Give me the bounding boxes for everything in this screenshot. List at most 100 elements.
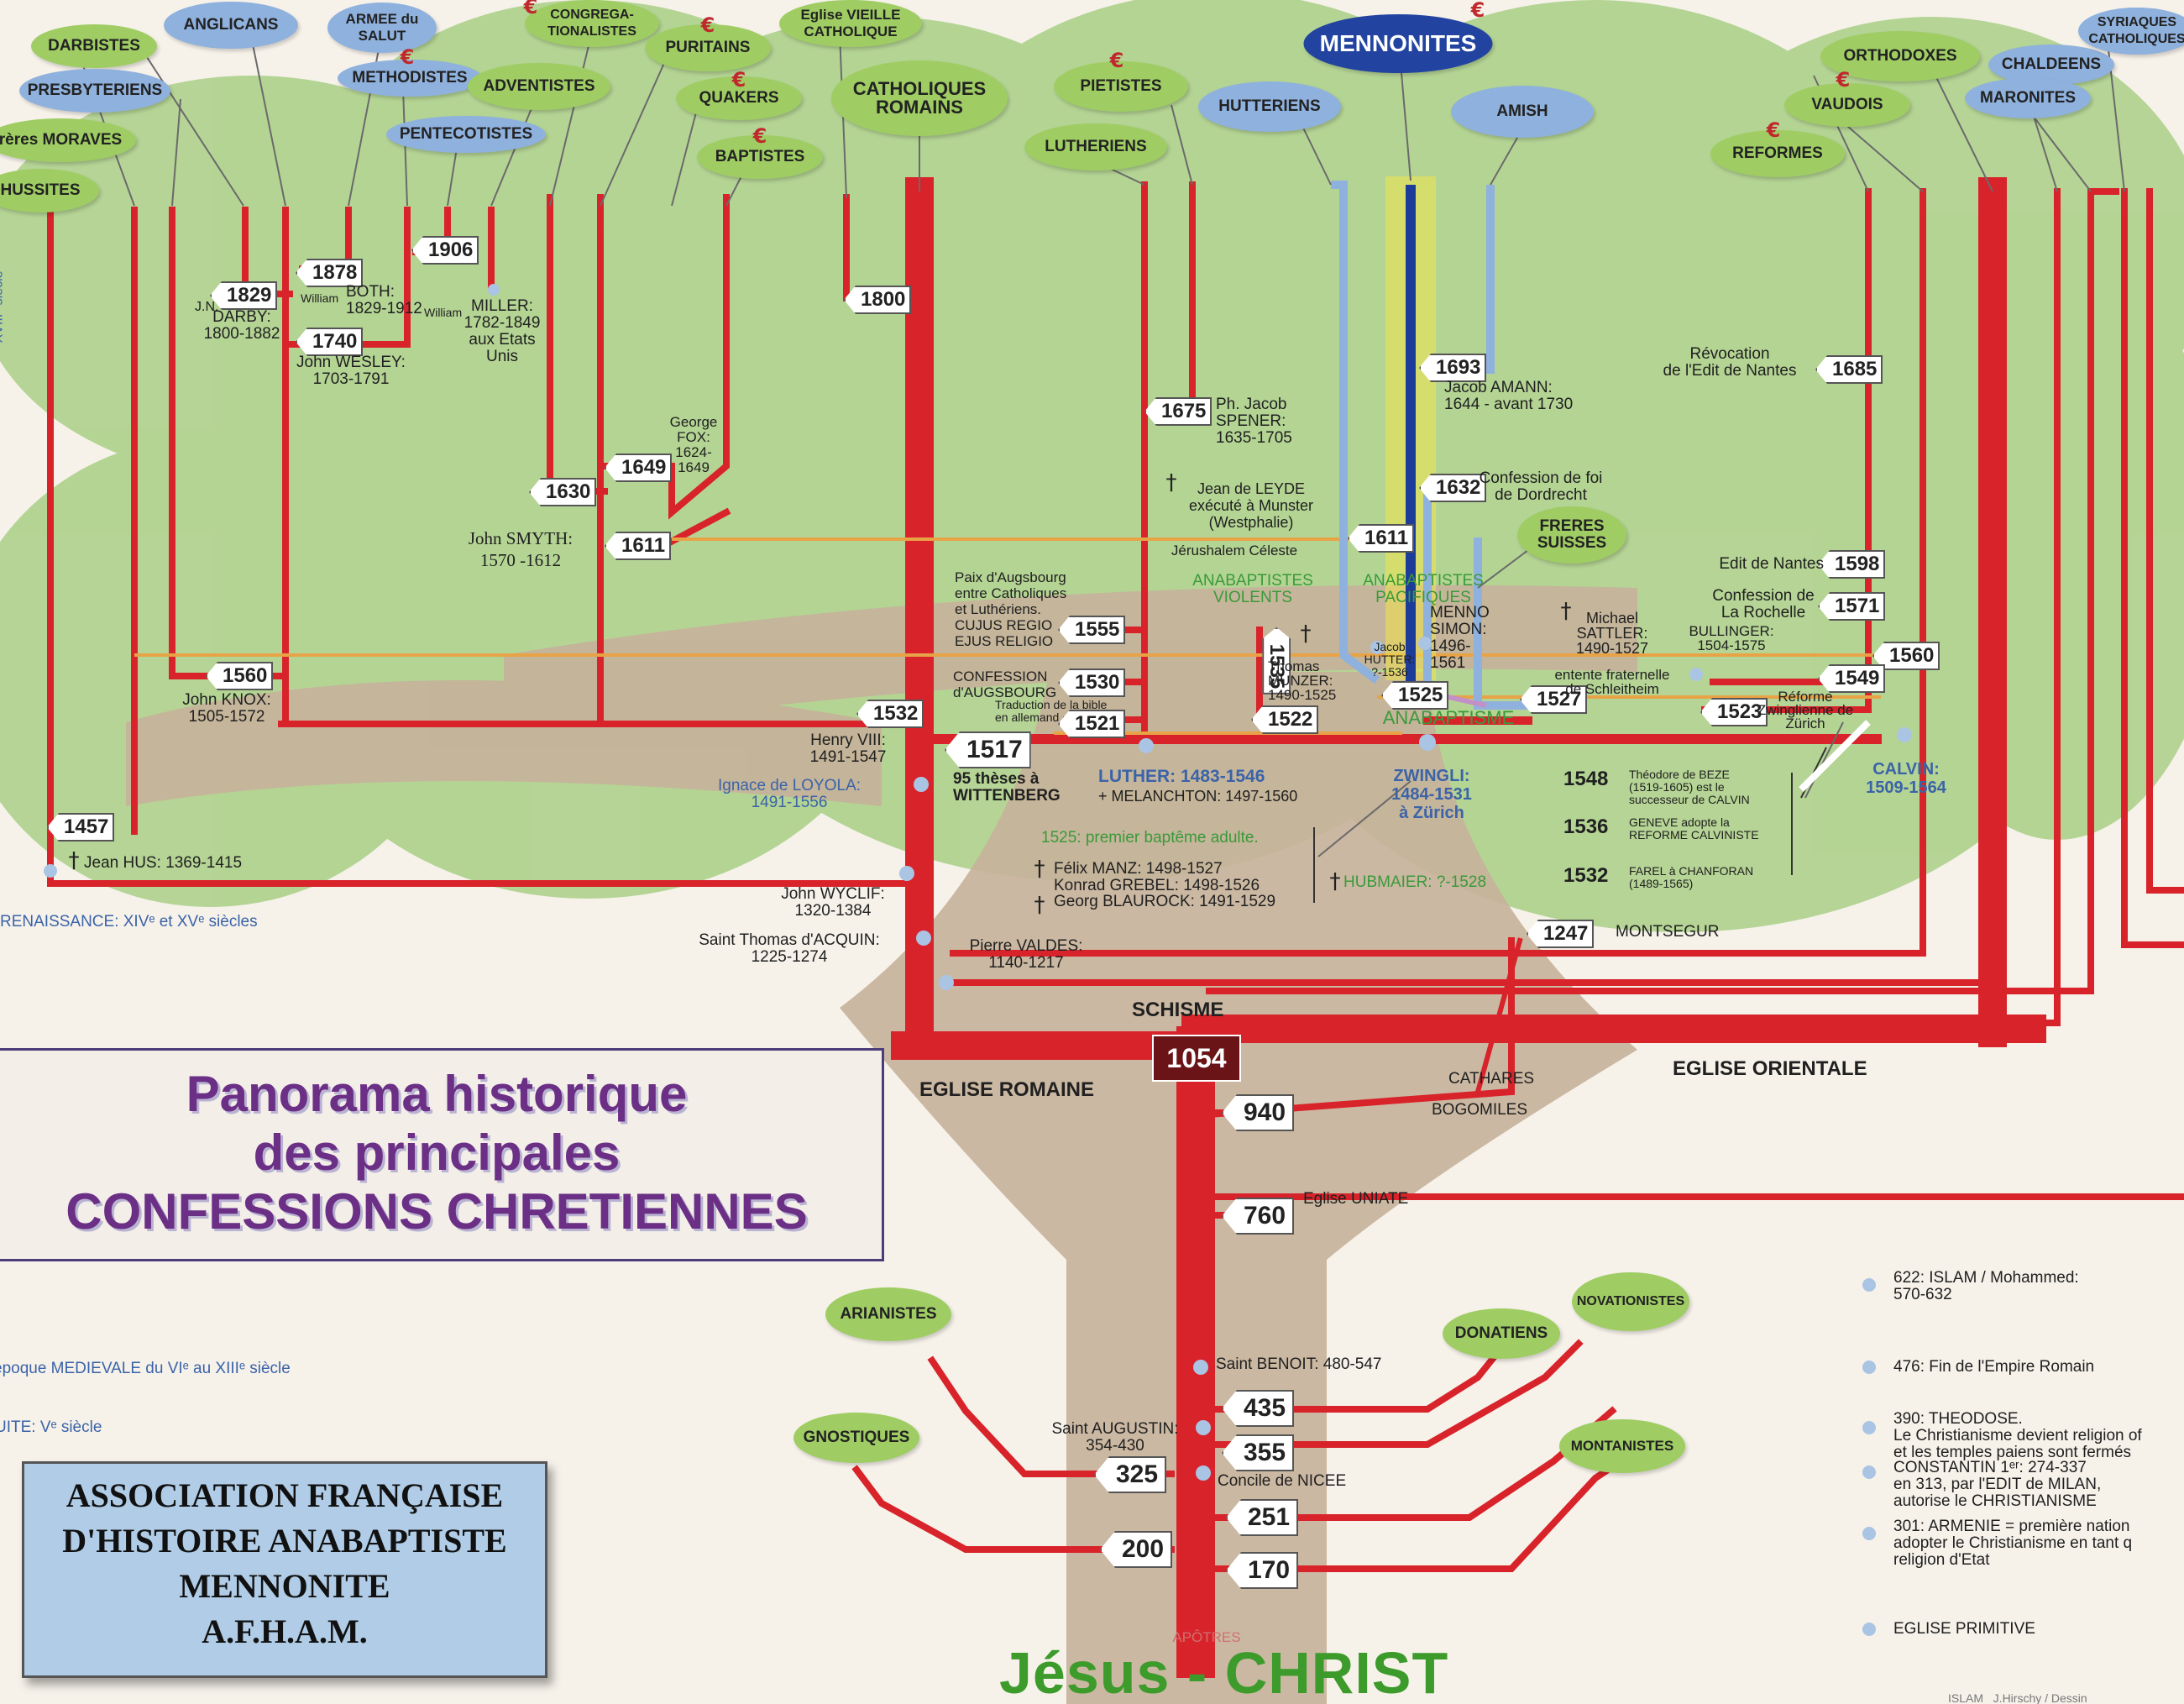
date-tag-1906: 1906 [411,236,479,265]
label-cathares: CATHARES [1448,1070,1535,1088]
bubble-donatiens: DONATIENS [1443,1308,1560,1359]
label-menno-simon: MENNO SIMON: 1496- 1561 [1430,604,1490,672]
date-tag-1611: 1611 [1348,524,1415,553]
euro-icon: € [523,0,538,18]
label-year-1548: 1548 [1563,768,1609,790]
label-fin-antiquite: Fin de l'ANTIQUITE: Vᵉ siècle [0,1418,102,1436]
label-beze: Théodore de BEZE (1519-1605) est le succ… [1629,768,1750,806]
euro-icon: € [1109,49,1124,72]
label-reforme-zwinglienne: Réforme Zwinglienne de Zürich [1757,689,1854,731]
dagger-icon: † [1165,470,1177,495]
date-tag-1523: 1523 [1700,698,1768,726]
title-line-1: Panorama historique [186,1066,688,1122]
label-farel: FAREL à CHANFORAN (1489-1565) [1629,864,1754,890]
dagger-icon: † [1329,869,1341,894]
date-tag-170: 170 [1226,1552,1299,1589]
bubble-methodistes: METHODISTES [338,60,482,97]
label-wyclif: John WYCLIF: 1320-1384 [781,885,885,920]
label-schleitheim: entente fraternelle de Schleitheim [1554,667,1670,697]
label-footer: ISLAM J.Hirschy / Dessin [1948,1691,2087,1704]
date-tag-1530: 1530 [1058,668,1126,697]
label-wesley: John WESLEY: 1703-1791 [296,354,406,388]
date-tag-1675: 1675 [1144,397,1212,426]
date-tag-1521: 1521 [1058,710,1126,738]
label-islam: 622: ISLAM / Mohammed: 570-632 [1893,1269,2079,1303]
label-armenie: 301: ARMENIE = première nation adopter l… [1893,1518,2133,1569]
bubble-puritains: PURITAINS [645,24,771,71]
label-miller: MILLER: 1782-1849 aux Etats Unis [464,297,541,365]
date-tag-1800: 1800 [844,286,912,314]
label-fox: George FOX: 1624- 1649 [669,414,718,475]
euro-icon: € [1470,0,1485,22]
label-valdes: Pierre VALDES: 1140-1217 [969,937,1083,972]
bubble-lutheriens: LUTHERIENS [1024,123,1167,170]
markers [44,284,1912,1636]
date-tag-1829: 1829 [210,281,278,310]
date-tag-200: 200 [1100,1531,1173,1568]
date-tag-1522: 1522 [1251,705,1319,734]
label-saint-benoit: Saint BENOIT: 480-547 [1216,1355,1382,1373]
label-confession-augsbourg: CONFESSION d'AUGSBOURG [953,668,1057,700]
date-tag-1598: 1598 [1818,550,1886,579]
label-anabaptistes-pacifiques: ANABAPTISTES PACIFIQUES [1363,572,1484,606]
label-henry-viii: Henry VIII: 1491-1547 [809,731,887,766]
label-bogomiles: BOGOMILES [1432,1101,1528,1119]
euro-icon: € [400,45,415,69]
label-eglise-orientale: EGLISE ORIENTALE [1673,1057,1867,1080]
label-munzer: Thomas MUNZER: 1490-1525 [1268,658,1337,703]
bubble-baptistes: BAPTISTES [697,135,823,179]
bubble-pentecotistes: PENTECOTISTES [386,116,546,153]
bubble-gnostiques: GNOSTIQUES [793,1413,919,1463]
bubble-novationistes: NOVATIONISTES [1572,1272,1689,1331]
label-year-1532: 1532 [1563,864,1609,887]
date-tag-1649: 1649 [605,454,673,482]
euro-icon: € [731,68,746,92]
bubble-adventistes: ADVENTISTES [468,63,610,110]
dagger-icon: † [68,848,80,873]
label-theodose: 390: THEODOSE. Le Christianisme devient … [1893,1410,2142,1461]
label-hutter: Jacob HUTTER: ?-1536 [1364,640,1416,679]
label-eglise-primitive: EGLISE PRIMITIVE [1893,1620,2035,1638]
date-tag-760: 760 [1222,1198,1295,1235]
euro-icon: € [752,124,767,148]
label-zwingli: ZWINGLI: 1484-1531 à Zürich [1391,767,1472,822]
label-apotres: APÔTRES [1172,1629,1241,1645]
bubble-eglise-vieille-catholique: Eglise VIEILLE CATHOLIQUE [779,0,922,47]
title-box: Panorama historique des principales CONF… [0,1048,884,1261]
tie-lines [134,537,1881,735]
bubble-anglicans: ANGLICANS [164,2,298,49]
association-line-2: D'HISTOIRE ANABAPTISTE [62,1522,507,1560]
label-miller-first: William [424,306,463,319]
label-smyth: John SMYTH: 1570 -1612 [468,528,573,570]
label-eglise-romaine: EGLISE ROMAINE [919,1078,1095,1101]
dagger-icon: † [1560,599,1572,624]
date-tag-1247: 1247 [1527,920,1595,948]
label-schisme: SCHISME [1132,999,1224,1021]
date-tag-1549: 1549 [1818,664,1886,693]
date-tag-1878: 1878 [296,259,364,287]
bubble-hutteriens: HUTTERIENS [1198,81,1341,132]
label-darby: DARBY: 1800-1882 [203,308,280,343]
bubble-pietistes: PIETISTES [1054,61,1188,112]
bubble-freres-moraves: rères MORAVES [0,118,136,162]
date-tag-1740: 1740 [296,328,364,356]
bubble-reformes: REFORMES [1710,130,1845,177]
date-tag-1532: 1532 [856,700,924,728]
label-felix-manz: Félix MANZ: 1498-1527 [1054,860,1223,878]
date-tag-1555: 1555 [1058,616,1126,644]
dagger-icon: † [1300,621,1312,647]
label-traduction-bible: Traduction de la bible en allemand [995,698,1108,724]
label-premier-bapteme: 1525: premier baptême adulte. [1041,829,1259,847]
bracket-lines [1313,720,1871,903]
label-hus: Jean HUS: 1369-1415 [84,854,243,872]
label-revocation-edit-nantes: Révocation de l'Edit de Nantes [1663,345,1797,380]
label-confession-dordrecht: Confession de foi de Dordrecht [1479,469,1603,504]
title-line-2: des principales [253,1125,621,1181]
bubble-darbistes: DARBISTES [31,24,157,68]
bubble-quakers: QUAKERS [676,76,802,120]
label-loyola: Ignace de LOYOLA: 1491-1556 [717,777,862,811]
label-paix-augsbourg: Paix d'Augsbourg entre Catholiques et Lu… [955,569,1067,649]
association-line-1: ASSOCIATION FRANÇAISE [65,1476,504,1514]
label-year-1536: 1536 [1563,815,1609,838]
